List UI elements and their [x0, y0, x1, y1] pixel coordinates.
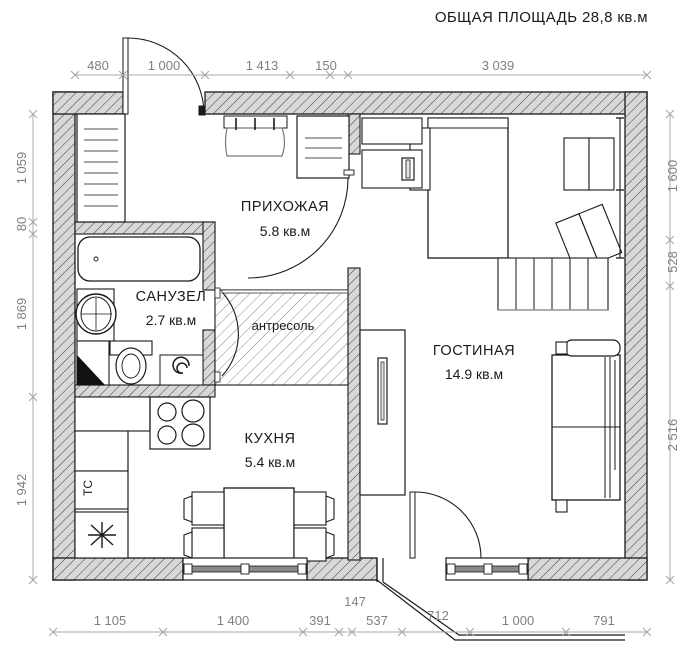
room-label-hallway: ПРИХОЖАЯ	[241, 199, 329, 215]
dim-top-3: 1 413	[246, 58, 279, 73]
hallway-console-table	[223, 115, 288, 157]
dim-top-5: 3 039	[482, 58, 515, 73]
hallway-wardrobe-left	[76, 113, 126, 223]
dim-bottom-6: 1 000	[502, 613, 535, 628]
dim-bottom-2: 1 400	[217, 613, 250, 628]
living-tall-cabinet	[359, 329, 406, 496]
entry-door	[122, 37, 206, 116]
dim-right-2: 528	[665, 251, 680, 273]
dim-left-1: 1 059	[14, 152, 29, 185]
hallway-wardrobe-right	[296, 115, 350, 179]
bathroom-sink	[75, 288, 117, 342]
living-bed	[409, 117, 509, 259]
interior-walls	[74, 113, 361, 561]
living-window	[445, 557, 529, 581]
dimension-labels-left: 1 059 80 1 869 1 942	[14, 152, 29, 507]
kitchen-stove	[149, 396, 211, 450]
dim-left-2: 80	[14, 217, 29, 231]
dim-top-4: 150	[315, 58, 337, 73]
tech-cabinet-label: ТС	[81, 480, 95, 496]
dim-bottom-7: 791	[593, 613, 615, 628]
dim-top-2: 1 000	[148, 58, 181, 73]
living-curtain-rail	[616, 117, 624, 259]
dim-left-3: 1 869	[14, 298, 29, 331]
kitchen-counter-lower	[74, 430, 129, 472]
bathroom-drain	[159, 354, 204, 386]
bathroom-washer	[76, 340, 110, 386]
dim-top-1: 480	[87, 58, 109, 73]
room-area-bathroom: 2.7 кв.м	[146, 312, 196, 328]
room-label-bathroom: САНУЗЕЛ	[136, 289, 207, 305]
kitchen-boiler-unit	[74, 511, 129, 559]
dim-bottom-offset: 147	[344, 594, 366, 609]
dim-bottom-3: 391	[309, 613, 331, 628]
dim-left-4: 1 942	[14, 474, 29, 507]
room-area-hallway: 5.8 кв.м	[260, 223, 310, 239]
door-hall-to-living	[247, 169, 355, 279]
mezzanine-label: антресоль	[252, 318, 315, 333]
kitchen-counter-upper	[74, 396, 151, 432]
room-area-living: 14.9 кв.м	[445, 366, 503, 382]
room-label-kitchen: КУХНЯ	[245, 431, 296, 447]
door-living-bottom	[409, 491, 482, 559]
dim-bottom-4: 537	[366, 613, 388, 628]
exterior-walls	[52, 91, 648, 581]
bathroom-bathtub	[77, 236, 201, 282]
dim-bottom-1: 1 105	[94, 613, 127, 628]
room-label-living: ГОСТИНАЯ	[433, 343, 515, 359]
kitchen-tech-cabinet: ТС	[74, 470, 129, 510]
dim-right-3: 2 516	[665, 419, 680, 452]
dim-right-1: 1 600	[665, 160, 680, 193]
living-nightstand	[361, 117, 423, 189]
bathroom-toilet	[109, 340, 153, 385]
dimension-lines	[28, 70, 675, 637]
kitchen-window	[182, 557, 308, 581]
dimension-labels-top: 480 1 000 1 413 150 3 039	[87, 58, 514, 73]
living-sofa	[551, 339, 621, 513]
living-wardrobe-top-right	[555, 137, 623, 273]
living-shelving-unit	[497, 257, 609, 311]
page-title: ОБЩАЯ ПЛОЩАДЬ 28,8 кв.м	[435, 9, 648, 26]
dimension-labels-bottom: 1 105 1 400 391 147 537 712 1 000 791	[94, 594, 615, 628]
room-area-kitchen: 5.4 кв.м	[245, 454, 295, 470]
dim-bottom-5: 712	[427, 608, 449, 623]
dimension-labels-right: 1 600 528 2 516	[665, 160, 680, 452]
kitchen-dining-set	[183, 487, 335, 564]
door-bathroom	[214, 287, 349, 383]
